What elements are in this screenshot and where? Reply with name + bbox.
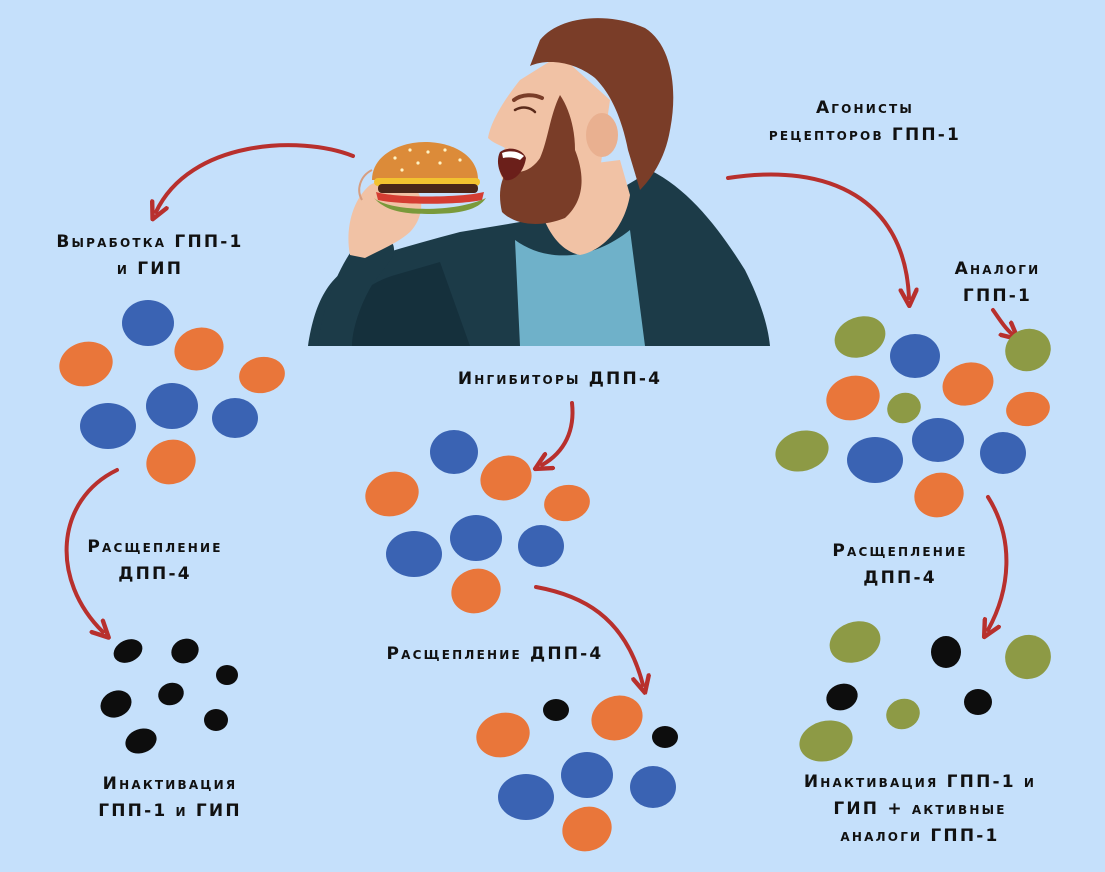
analog-dot bbox=[1005, 328, 1051, 372]
inactive-dot bbox=[931, 636, 961, 668]
center-active-cluster bbox=[365, 430, 590, 614]
inactive-dot bbox=[543, 699, 569, 721]
inactive-dot bbox=[826, 683, 858, 711]
gip-dot bbox=[239, 356, 285, 394]
analog-dot bbox=[829, 621, 881, 663]
analog-dot bbox=[834, 316, 886, 358]
inactive-dot bbox=[204, 709, 228, 731]
left-inactive-cluster bbox=[100, 638, 238, 754]
label-center-cleavage: Расщепление ДПП-4 bbox=[386, 644, 604, 664]
inactive-dot bbox=[100, 690, 132, 718]
glp1-dot bbox=[498, 774, 554, 820]
arrow-right-to-bottom bbox=[988, 495, 1009, 630]
glp1-dot bbox=[80, 403, 136, 449]
arrow-agonist-to-right bbox=[726, 172, 909, 298]
inactive-dot bbox=[158, 682, 184, 706]
arrows bbox=[64, 143, 1012, 685]
glp1-dot bbox=[146, 383, 198, 429]
inactive-dot bbox=[964, 689, 992, 715]
glp1-dot bbox=[450, 515, 502, 561]
gip-dot bbox=[451, 568, 501, 614]
arrow-eat-to-production bbox=[156, 143, 355, 212]
analog-dot bbox=[1005, 634, 1051, 680]
gip-dot bbox=[480, 455, 532, 501]
gip-dot bbox=[544, 484, 590, 522]
glp1-dot bbox=[890, 334, 940, 378]
glp1-dot bbox=[430, 430, 478, 474]
glp1-dot bbox=[980, 432, 1026, 474]
inactive-dot bbox=[652, 726, 678, 748]
glp1-dot bbox=[518, 525, 564, 567]
left-active-cluster bbox=[59, 300, 285, 485]
glp1-dot bbox=[630, 766, 676, 808]
right-active-cluster bbox=[775, 316, 1051, 518]
glp1-dot bbox=[212, 398, 258, 438]
glp1-dot bbox=[847, 437, 903, 483]
gip-dot bbox=[914, 472, 964, 518]
burger-icon bbox=[372, 142, 486, 214]
right-bottom-cluster bbox=[799, 621, 1051, 762]
center-bottom-cluster bbox=[476, 695, 678, 852]
glp1-dot bbox=[386, 531, 442, 577]
gip-dot bbox=[146, 439, 196, 485]
gip-dot bbox=[942, 362, 994, 406]
inactive-dot bbox=[113, 639, 143, 663]
arrow-center-to-bottom bbox=[534, 585, 643, 685]
arrow-analog-label-to-dot bbox=[991, 308, 1012, 334]
gip-dot bbox=[365, 471, 419, 517]
inactive-dot bbox=[216, 665, 238, 685]
inactive-dot bbox=[125, 728, 157, 754]
gip-dot bbox=[59, 341, 113, 387]
label-dpp4-inhibitors: Ингибиторы ДПП-4 bbox=[457, 369, 663, 389]
glp1-dot bbox=[561, 752, 613, 798]
gip-dot bbox=[591, 695, 643, 741]
analog-dot bbox=[775, 430, 829, 472]
arrow-inhibitor-to-center bbox=[542, 401, 575, 465]
glp1-dot bbox=[912, 418, 964, 462]
inactive-dot bbox=[171, 638, 199, 664]
man-eating-burger-icon bbox=[308, 18, 770, 346]
gip-dot bbox=[826, 375, 880, 421]
gip-dot bbox=[562, 806, 612, 852]
gip-dot bbox=[174, 327, 224, 371]
gip-dot bbox=[1006, 391, 1050, 427]
gip-dot bbox=[476, 712, 530, 758]
analog-dot bbox=[886, 698, 920, 730]
glp1-dot bbox=[122, 300, 174, 346]
analog-dot bbox=[799, 720, 853, 762]
analog-dot bbox=[887, 392, 921, 424]
arrow-left-to-inactivation bbox=[64, 468, 119, 632]
